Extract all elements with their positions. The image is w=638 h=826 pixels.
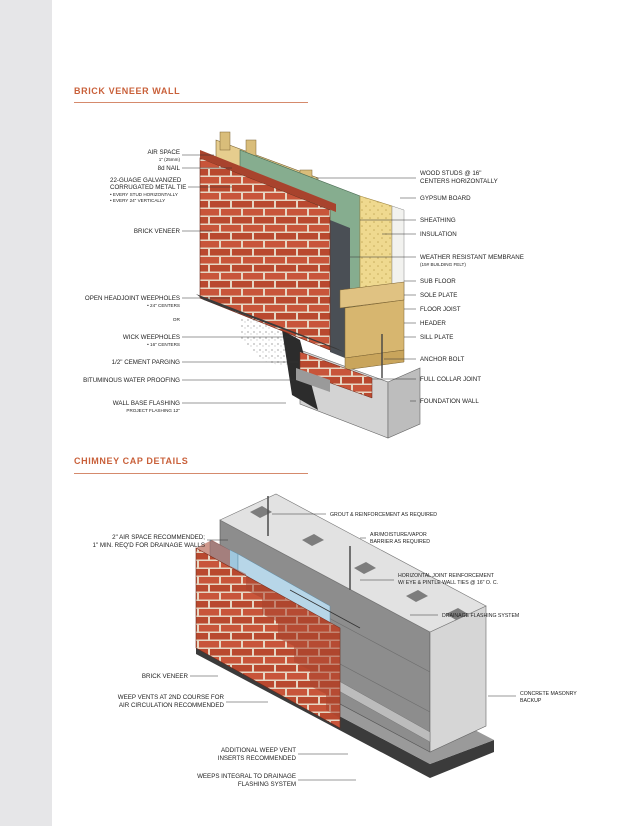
section-rule-bottom <box>74 473 308 474</box>
label-barrier-2: BARRIER AS REQUIRED <box>370 539 430 545</box>
floor-joist-header <box>344 299 405 359</box>
label-weep-open-sub: • 24" CENTERS <box>147 303 180 308</box>
label-add-weep-1: ADDITIONAL WEEP VENT <box>221 747 296 754</box>
page-margin-strip <box>0 0 52 826</box>
cement-parging <box>296 368 330 392</box>
label-drain-flash: DRAINAGE FLASHING SYSTEM <box>442 613 519 619</box>
label-anchor-bolt: ANCHOR BOLT <box>420 356 464 363</box>
section-rule-top <box>74 102 308 103</box>
labels-top-left: AIR SPACE 1" (25mm) 8d NAIL 22-GUAGE GAL… <box>83 149 298 413</box>
brick-veneer-face <box>199 157 331 351</box>
label-sill-plate: SILL PLATE <box>420 334 453 341</box>
label-air-space: AIR SPACE <box>147 149 180 156</box>
label-wick-sub: • 16" CENTERS <box>147 342 180 347</box>
label-subfloor: SUB FLOOR <box>420 278 456 285</box>
label-brick-veneer-bottom: BRICK VENEER <box>142 673 189 680</box>
label-cmu-1: CONCRETE MASONRY <box>520 691 577 697</box>
label-air-space-sub: 1" (25mm) <box>159 157 181 162</box>
labels-bottom: GROUT & REINFORCEMENT AS REQUIRED 2" AIR… <box>93 512 578 788</box>
section-title-brick-veneer: BRICK VENEER WALL <box>74 86 181 96</box>
label-collar-joint: FULL COLLAR JOINT <box>420 376 481 383</box>
label-wick: WICK WEEPHOLES <box>123 334 180 341</box>
label-add-weep-2: INSERTS RECOMMENDED <box>218 755 297 762</box>
label-base-flashing-sub: PROJECT FLASHING 12" <box>126 408 180 413</box>
label-base-flashing: WALL BASE FLASHING <box>113 400 180 407</box>
brick-veneer-face-bottom <box>195 547 341 729</box>
joint-reinforcement <box>289 589 361 629</box>
labels-top-right: WOOD STUDS @ 16" CENTERS HORIZONTALLY GY… <box>316 170 524 405</box>
label-or: OR <box>173 317 181 323</box>
label-membrane-sub: (15# BUILDING FELT) <box>420 262 466 267</box>
label-weeps-int-2: FLASHING SYSTEM <box>238 781 296 788</box>
label-bituminous: BITUMINOUS WATER PROOFING <box>83 377 180 384</box>
label-weep-open: OPEN HEADJOINT WEEPHOLES <box>85 295 180 302</box>
label-brick-veneer: BRICK VENEER <box>134 228 181 235</box>
label-hjr-2: W/ EYE & PINTLE WALL TIES @ 16" O. C. <box>398 580 498 586</box>
chimney-cap-illustration <box>195 493 494 778</box>
label-insulation: INSULATION <box>420 231 457 238</box>
label-studs-2: CENTERS HORIZONTALLY <box>420 178 498 185</box>
label-header: HEADER <box>420 320 446 327</box>
label-tie-sub1: • EVERY STUD HORIZONTALLY <box>110 192 178 197</box>
stud-top-1 <box>219 131 231 151</box>
label-cmu-2: BACKUP <box>520 698 542 704</box>
label-tie-2: CORRUGATED METAL TIE <box>110 184 186 191</box>
label-air-2: 1" MIN. REQ'D FOR DRAINAGE WALLS <box>93 542 205 549</box>
label-sole-plate: SOLE PLATE <box>420 292 457 299</box>
label-foundation: FOUNDATION WALL <box>420 398 479 405</box>
brick-veneer-wall-illustration <box>196 131 421 439</box>
label-membrane: WEATHER RESISTANT MEMBRANE <box>420 254 524 261</box>
lower-brick-courses <box>299 351 373 399</box>
label-air-1: 2" AIR SPACE RECOMMENDED; <box>112 534 205 541</box>
label-hjr-1: HORIZONTAL JOINT REINFORCEMENT <box>398 573 495 579</box>
wall-base-flashing <box>196 294 344 352</box>
label-parging: 1/2" CEMENT PARGING <box>112 359 181 366</box>
label-sheathing: SHEATHING <box>420 217 456 224</box>
foundation-wall-side <box>387 367 421 439</box>
brick-stepped-edge <box>196 540 340 718</box>
label-nail: 8d NAIL <box>158 165 181 172</box>
label-weep-1: WEEP VENTS AT 2ND COURSE FOR <box>118 694 225 701</box>
label-grout: GROUT & REINFORCEMENT AS REQUIRED <box>330 512 437 518</box>
label-barrier-1: AIR/MOISTURE/VAPOR <box>370 532 427 538</box>
label-tie-sub2: • EVERY 24" VERTICALLY <box>110 198 165 203</box>
label-gypsum: GYPSUM BOARD <box>420 195 471 202</box>
label-weep-2: AIR CIRCULATION RECOMMENDED <box>119 702 225 709</box>
label-weeps-int-1: WEEPS INTEGRAL TO DRAINAGE <box>197 773 296 780</box>
brick-top-course <box>200 150 336 212</box>
section-title-chimney-cap: CHIMNEY CAP DETAILS <box>74 456 189 466</box>
sill-plate <box>344 349 405 371</box>
label-tie-1: 22-GUAGE GALVANIZED <box>110 177 182 184</box>
label-floor-joist: FLOOR JOIST <box>420 306 461 313</box>
label-studs-1: WOOD STUDS @ 16" <box>420 170 481 177</box>
